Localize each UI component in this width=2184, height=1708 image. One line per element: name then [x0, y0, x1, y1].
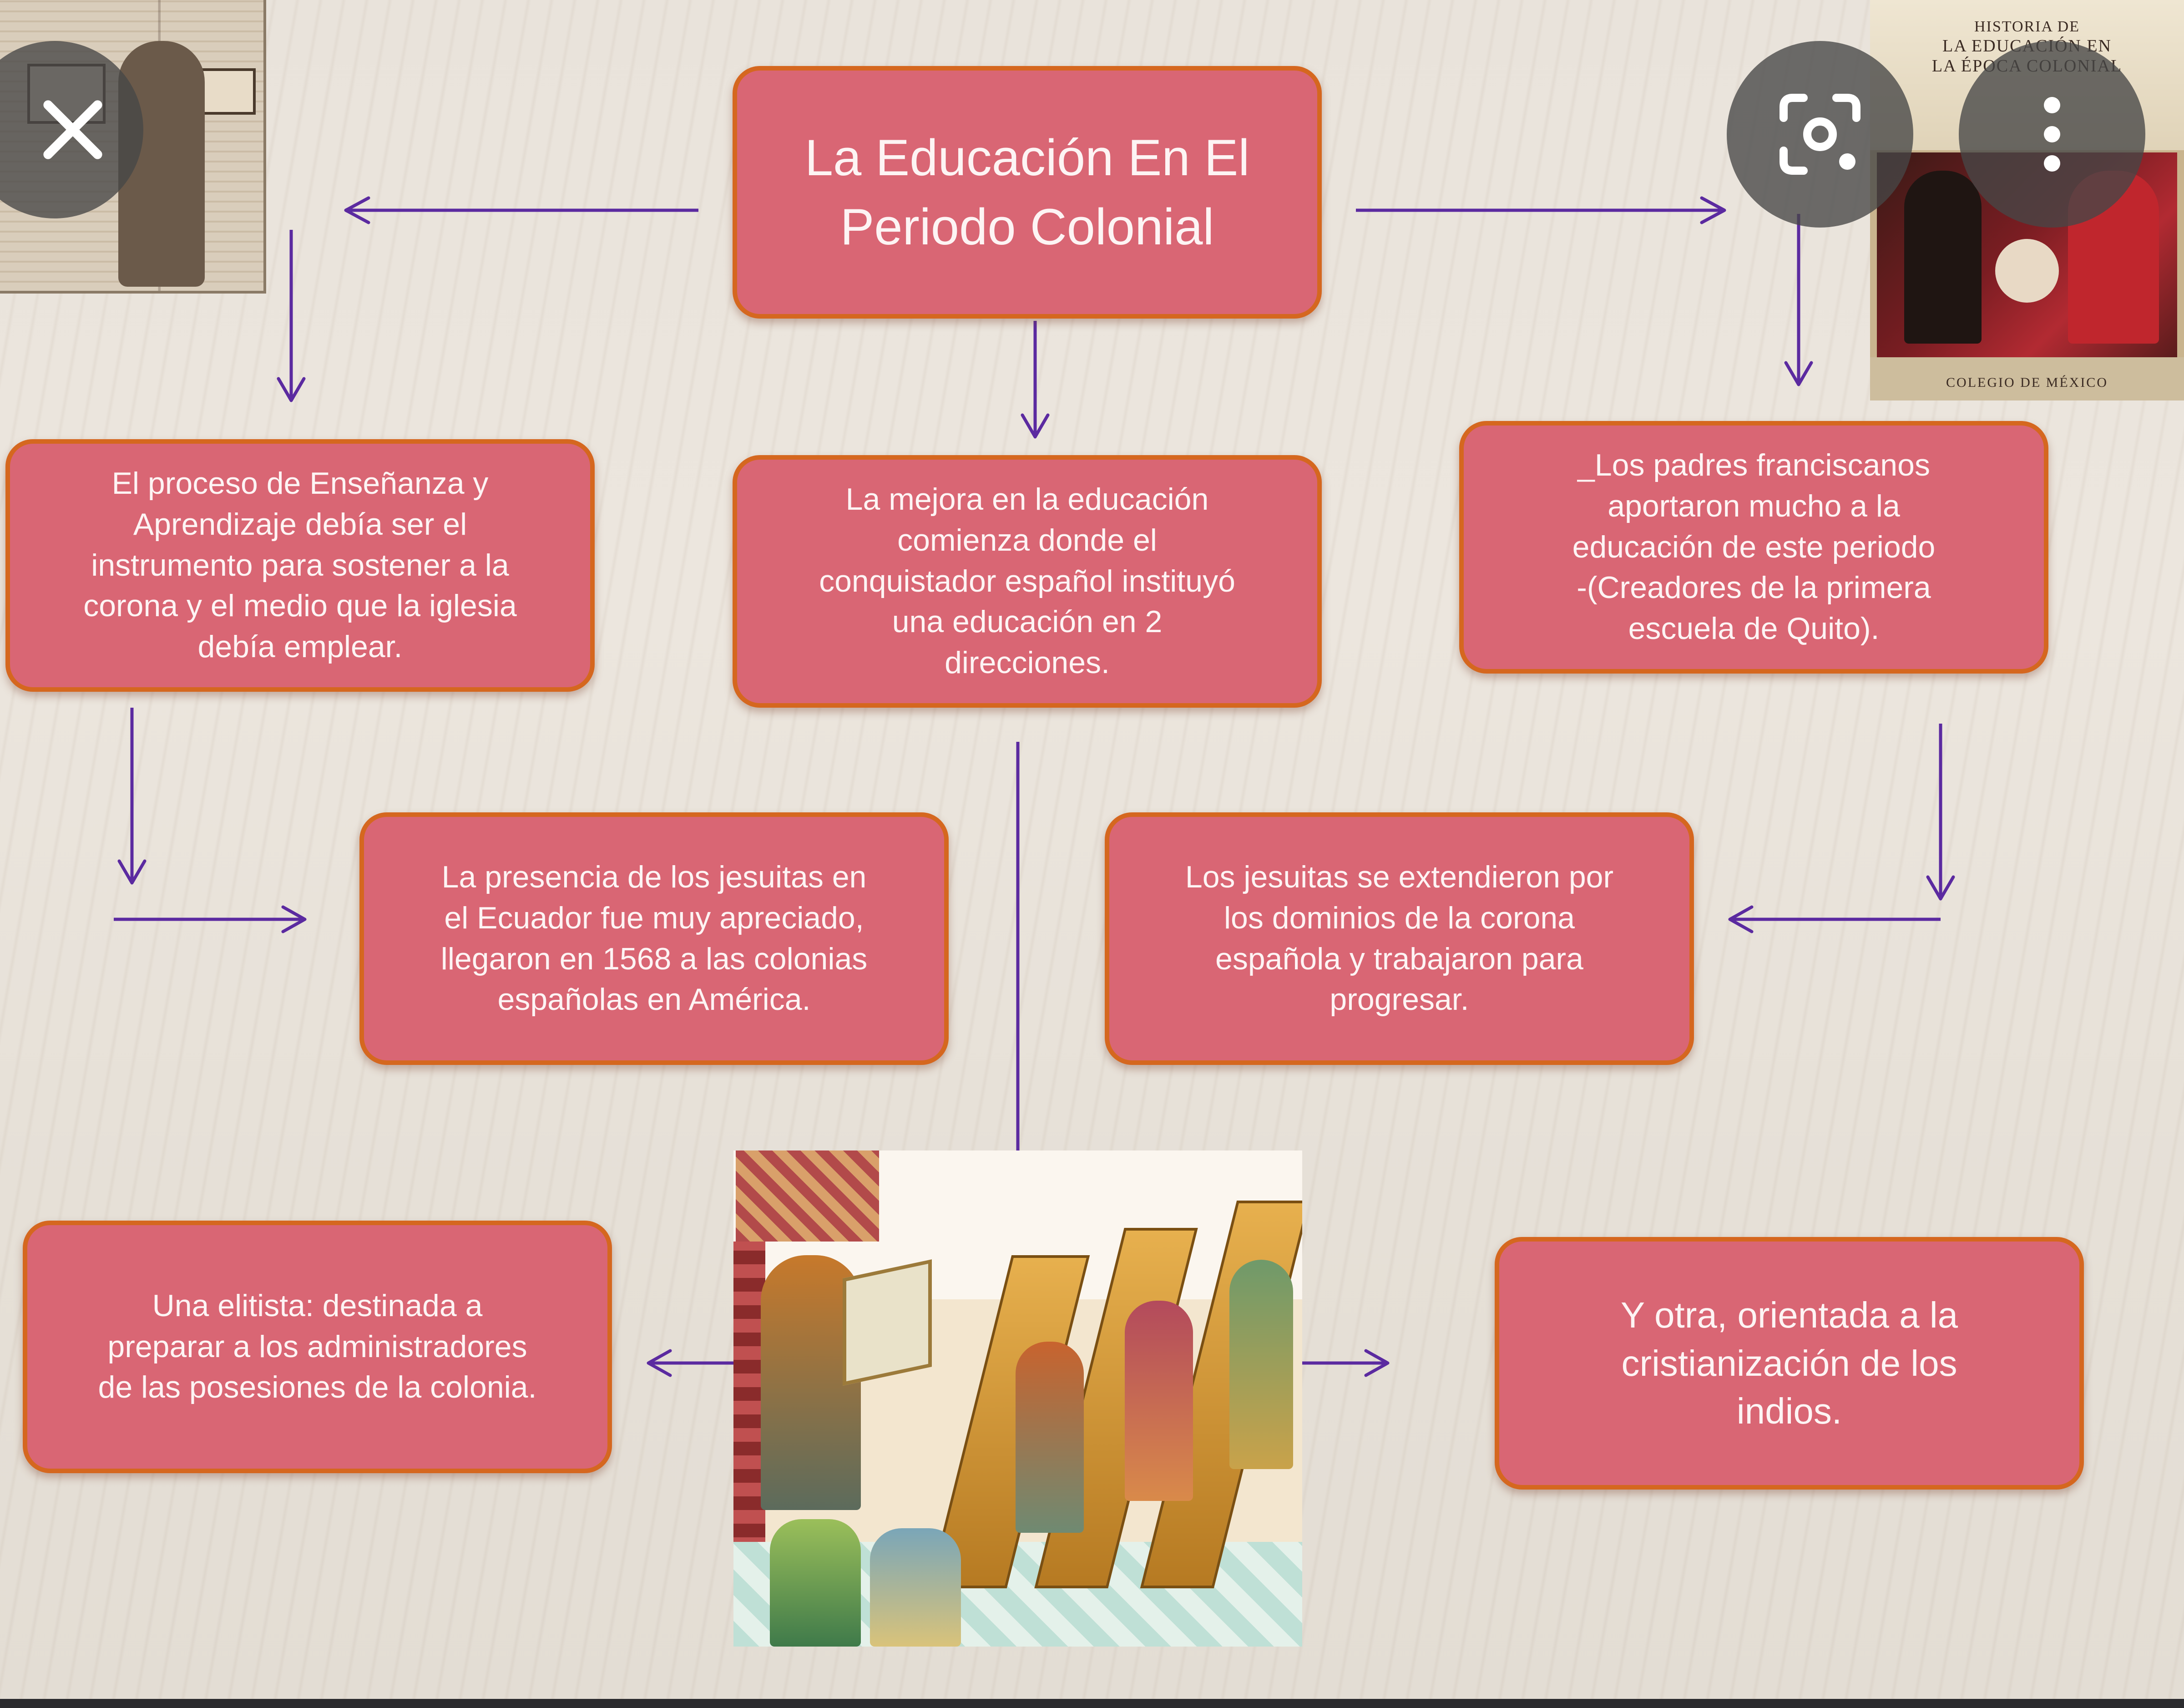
- box-bottom-left: Una elitista: destinada a preparar a los…: [23, 1221, 612, 1473]
- box-bottom-right-text: Y otra, orientada a la cristianización d…: [1620, 1295, 1958, 1432]
- title-box: La Educación En El Periodo Colonial: [733, 66, 1322, 319]
- classroom-lectern: [843, 1259, 932, 1386]
- close-button[interactable]: [0, 41, 143, 218]
- book-title-line-1: HISTORIA DE: [1974, 18, 2080, 35]
- box-center-top: La mejora en la educación comienza donde…: [733, 455, 1322, 708]
- box-left-top-text: El proceso de Enseñanza y Aprendizaje de…: [83, 466, 517, 664]
- classroom-student: [1016, 1342, 1084, 1533]
- box-bottom-left-text: Una elitista: destinada a preparar a los…: [98, 1288, 537, 1405]
- box-mid-right: Los jesuitas se extendieron por los domi…: [1105, 812, 1694, 1065]
- more-vert-icon: [2044, 97, 2060, 172]
- box-right-top-text: _Los padres franciscanos aportaron mucho…: [1572, 448, 1936, 646]
- classroom-student: [1125, 1301, 1193, 1501]
- box-mid-right-text: Los jesuitas se extendieron por los domi…: [1185, 860, 1614, 1017]
- box-right-top: _Los padres franciscanos aportaron mucho…: [1459, 421, 2048, 674]
- classroom-student: [870, 1528, 961, 1647]
- painting-figure-child: [1995, 239, 2059, 303]
- lens-search-icon: [1780, 94, 1860, 175]
- bottom-bar: [0, 1699, 2184, 1708]
- box-mid-left: La presencia de los jesuitas en el Ecuad…: [359, 812, 949, 1065]
- title-text: La Educación En El Periodo Colonial: [804, 129, 1250, 255]
- box-mid-left-text: La presencia de los jesuitas en el Ecuad…: [440, 860, 868, 1017]
- classroom-student: [770, 1519, 861, 1647]
- classroom-student: [1229, 1260, 1293, 1469]
- painting-figure-dark: [1904, 171, 1982, 344]
- medieval-classroom-image: [733, 1150, 1302, 1647]
- close-icon: [43, 100, 102, 159]
- more-options-button[interactable]: [1959, 41, 2145, 228]
- classroom-canopy: [736, 1150, 879, 1242]
- book-publisher: COLEGIO DE MÉXICO: [1946, 375, 2108, 390]
- box-left-top: El proceso de Enseñanza y Aprendizaje de…: [5, 439, 595, 692]
- lens-search-button[interactable]: [1727, 41, 1913, 228]
- book-cover-footer: [1870, 357, 2184, 400]
- box-center-top-text: La mejora en la educación comienza donde…: [819, 482, 1235, 680]
- box-bottom-right: Y otra, orientada a la cristianización d…: [1495, 1237, 2084, 1490]
